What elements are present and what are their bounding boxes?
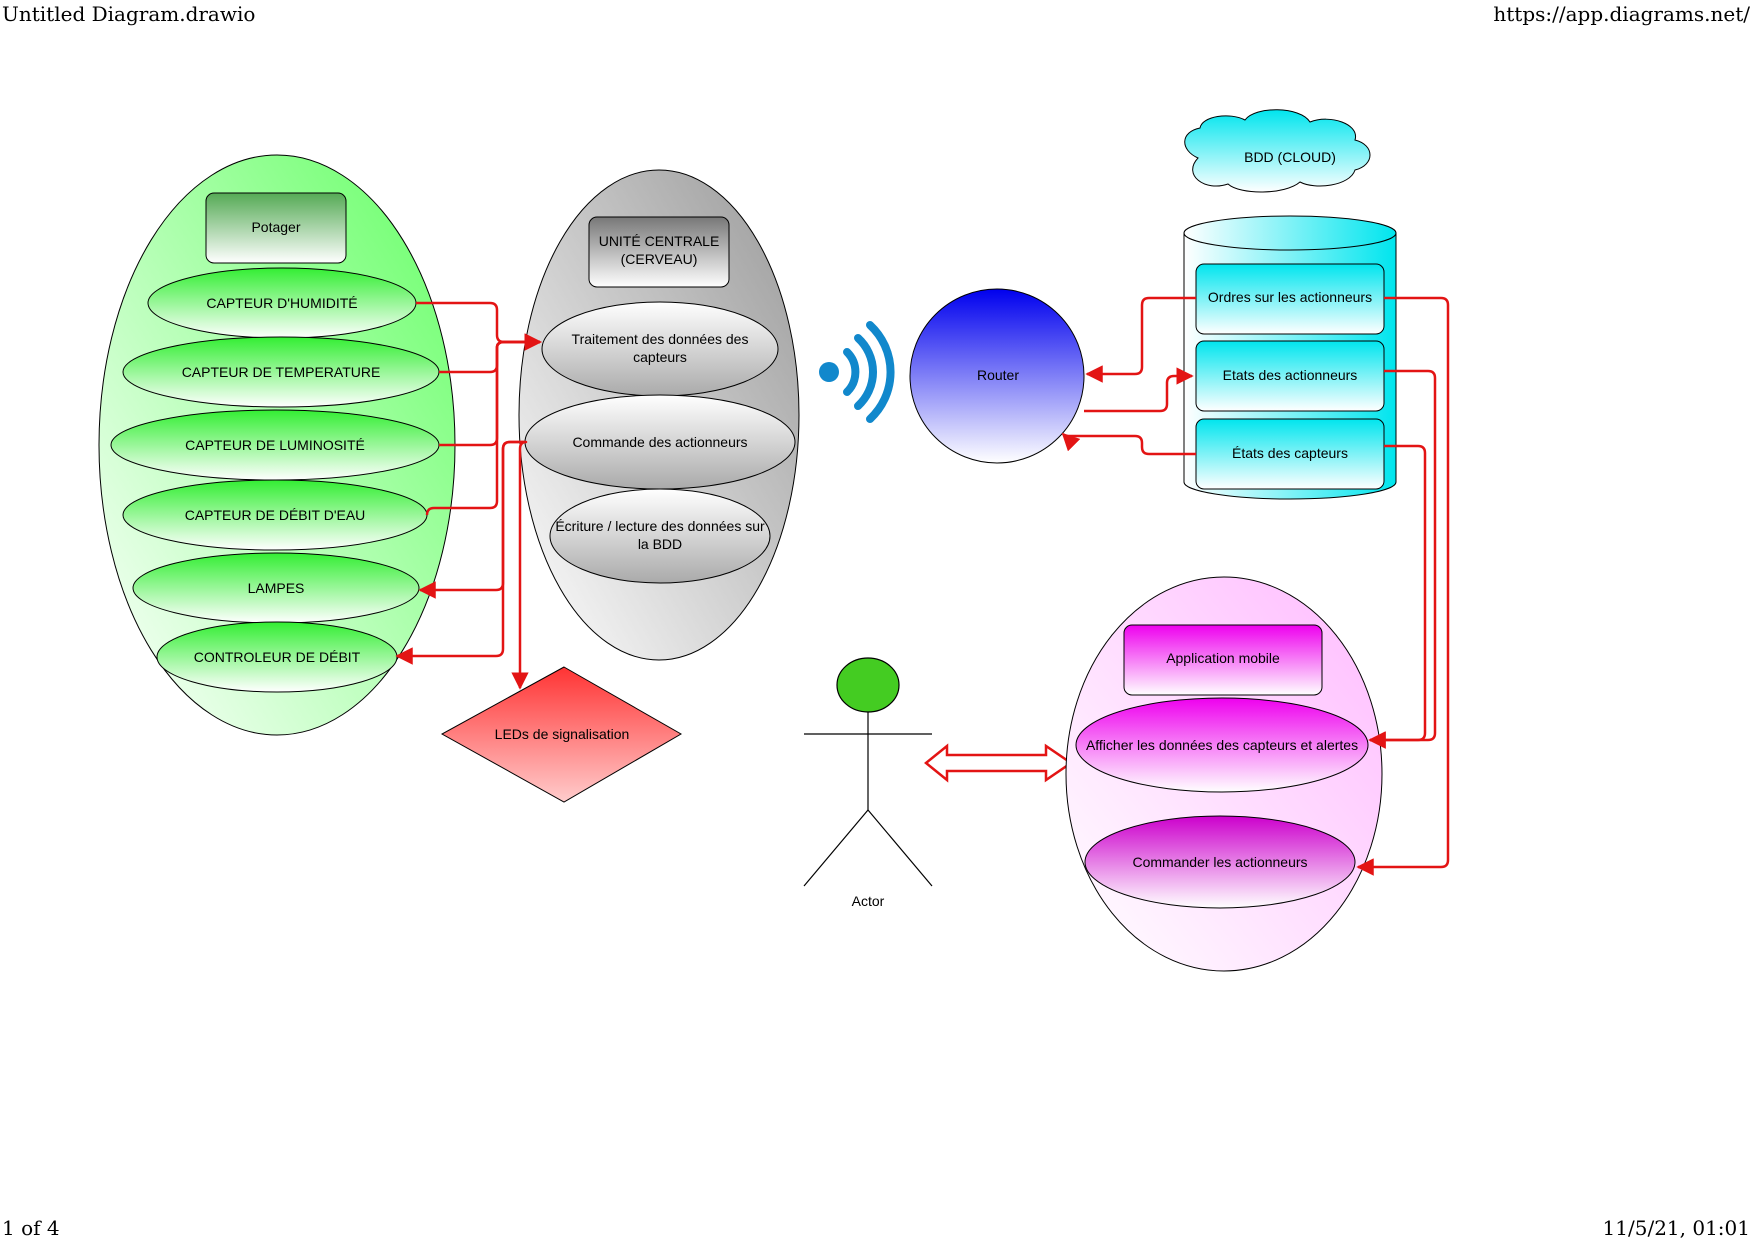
db-sensor-states: États des capteurs <box>1195 418 1385 490</box>
svg-text:CONTROLEUR DE DÉBIT: CONTROLEUR DE DÉBIT <box>194 649 361 665</box>
db-actuator-orders: Ordres sur les actionneurs <box>1195 263 1385 335</box>
svg-text:capteurs: capteurs <box>633 349 687 365</box>
connector-orders-to-app-command <box>1356 296 1450 876</box>
actuator-flow-controller: CONTROLEUR DE DÉBIT <box>156 621 398 693</box>
db-actuator-states: Etats des actionneurs <box>1195 340 1385 412</box>
sensor-temperature: CAPTEUR DE TEMPERATURE <box>122 336 440 408</box>
central-unit-group: UNITÉ CENTRALE (CERVEAU) Traitement des … <box>518 169 800 661</box>
page-number: 1 of 4 <box>2 1216 60 1240</box>
actuator-command-node: Commande des actionneurs <box>524 394 796 490</box>
svg-text:Commande des actionneurs: Commande des actionneurs <box>572 434 747 450</box>
connector-command-to-flow-controller <box>395 440 525 665</box>
svg-text:CAPTEUR DE LUMINOSITÉ: CAPTEUR DE LUMINOSITÉ <box>185 437 365 453</box>
svg-text:Traitement des données des: Traitement des données des <box>572 331 749 347</box>
sensor-water-flow: CAPTEUR DE DÉBIT D'EAU <box>122 479 428 551</box>
svg-text:LAMPES: LAMPES <box>248 580 305 596</box>
db-read-write-node: Écriture / lecture des données sur la BD… <box>549 488 771 584</box>
svg-text:CAPTEUR DE TEMPERATURE: CAPTEUR DE TEMPERATURE <box>182 364 381 380</box>
actuator-lamps: LAMPES <box>132 552 420 624</box>
app-display-data-node: Afficher les données des capteurs et ale… <box>1075 697 1369 793</box>
double-arrow-icon <box>924 743 1074 783</box>
mobile-app-title-box: Application mobile <box>1123 624 1323 696</box>
app-command-node: Commander les actionneurs <box>1084 815 1356 909</box>
document-title: Untitled Diagram.drawio <box>2 2 256 26</box>
database-cylinder: Ordres sur les actionneurs Etats des act… <box>1183 215 1397 500</box>
connector-sensor-states-to-display <box>1368 444 1427 749</box>
sensor-humidity: CAPTEUR D'HUMIDITÉ <box>147 267 417 339</box>
print-timestamp: 11/5/21, 01:01 <box>1602 1216 1750 1240</box>
document-url: https://app.diagrams.net/ <box>1493 2 1750 26</box>
router-node: Router <box>909 288 1085 464</box>
potager-title-box: Potager <box>205 192 347 264</box>
svg-text:Router: Router <box>977 367 1019 383</box>
connector-actuator-states-to-display <box>1368 369 1437 749</box>
svg-text:CAPTEUR DE DÉBIT D'EAU: CAPTEUR DE DÉBIT D'EAU <box>185 507 366 523</box>
potager-group: Potager CAPTEUR D'HUMIDITÉ CAPTEUR DE TE… <box>98 154 456 736</box>
svg-text:Commander les actionneurs: Commander les actionneurs <box>1132 854 1307 870</box>
svg-text:États des capteurs: États des capteurs <box>1232 445 1348 461</box>
svg-text:(CERVEAU): (CERVEAU) <box>621 251 698 267</box>
svg-text:Application mobile: Application mobile <box>1166 650 1280 666</box>
sensor-luminosity: CAPTEUR DE LUMINOSITÉ <box>110 409 440 481</box>
cloud-shape: BDD (CLOUD) <box>1184 109 1371 193</box>
svg-text:LEDs de signalisation: LEDs de signalisation <box>495 726 630 742</box>
mobile-app-group: Application mobile Afficher les données … <box>1065 576 1383 972</box>
connector-router-to-actuator-states <box>1084 367 1194 413</box>
svg-text:CAPTEUR D'HUMIDITÉ: CAPTEUR D'HUMIDITÉ <box>206 295 357 311</box>
wifi-icon <box>819 321 895 423</box>
data-processing-node: Traitement des données des capteurs <box>541 301 779 397</box>
connectors <box>395 296 1450 876</box>
svg-text:la BDD: la BDD <box>638 536 682 552</box>
connector-command-to-leds <box>511 440 529 690</box>
potager-label: Potager <box>251 219 300 235</box>
connector-orders-to-router <box>1085 296 1196 383</box>
leds-signal-diamond: LEDs de signalisation <box>440 666 683 803</box>
connector-waterflow-to-processing <box>425 333 542 516</box>
connector-sensor-states-to-router <box>1061 432 1196 456</box>
central-unit-title-box: UNITÉ CENTRALE (CERVEAU) <box>588 216 730 288</box>
svg-text:Écriture / lecture des données: Écriture / lecture des données sur <box>555 518 765 534</box>
svg-text:Etats des actionneurs: Etats des actionneurs <box>1223 367 1358 383</box>
cloud-label: BDD (CLOUD) <box>1244 149 1336 165</box>
actor-label: Actor <box>852 893 885 909</box>
svg-text:Ordres sur les actionneurs: Ordres sur les actionneurs <box>1208 289 1372 305</box>
svg-text:Afficher les données des capte: Afficher les données des capteurs et ale… <box>1086 737 1358 753</box>
actor-figure: Actor <box>803 657 933 909</box>
svg-text:UNITÉ CENTRALE: UNITÉ CENTRALE <box>599 233 720 249</box>
